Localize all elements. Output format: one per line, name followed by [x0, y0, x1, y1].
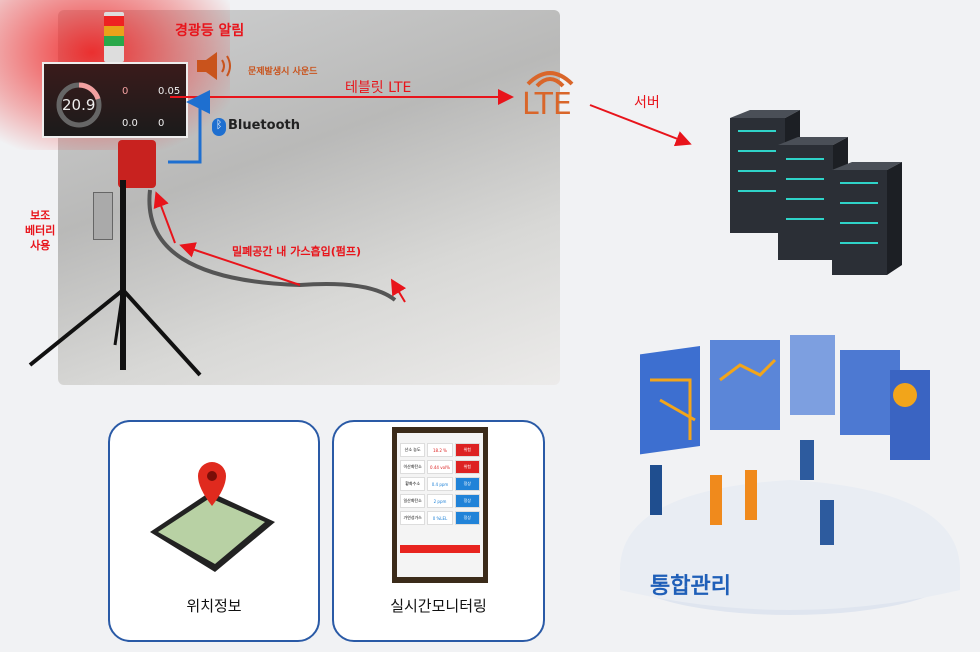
ch4-value: 0: [158, 118, 165, 129]
speaker-icon: [197, 52, 231, 80]
h2s-value: 0.0: [122, 118, 138, 129]
monitoring-label: 실시간모니터링: [390, 597, 487, 615]
integrated-management-label: 통합관리: [650, 574, 731, 599]
co-value: 0: [122, 86, 129, 97]
oxygen-value: 20.9: [62, 96, 96, 114]
server-label: 서버: [634, 95, 660, 111]
location-label: 위치정보: [186, 597, 242, 615]
tablet-lte-label: 테블릿 LTE: [345, 80, 412, 96]
warning-light-label: 경광등 알림: [175, 23, 245, 39]
wifi-signal-icon: [526, 71, 574, 88]
warning-tower-light-icon: [104, 12, 124, 62]
co2-value: 0.05: [158, 86, 181, 97]
location-card: 위치정보: [108, 420, 320, 642]
battery-pack: [93, 192, 113, 240]
lte-label: LTE: [522, 87, 572, 122]
sound-label: 문제발생시 사운드: [248, 67, 318, 77]
bluetooth-label: Bluetooth: [228, 118, 300, 133]
oxygen-gauge: [56, 82, 102, 128]
control-center-illustration: [620, 335, 960, 615]
bluetooth-icon: ᛒ: [212, 118, 226, 136]
gas-intake-label: 밀폐공간 내 가스흡입(펌프): [232, 245, 362, 258]
map-pin-phone-icon: [150, 462, 275, 572]
tripod: [28, 180, 202, 377]
tablet-alert-bar: [400, 545, 480, 553]
server-rack-icon: [730, 110, 902, 275]
